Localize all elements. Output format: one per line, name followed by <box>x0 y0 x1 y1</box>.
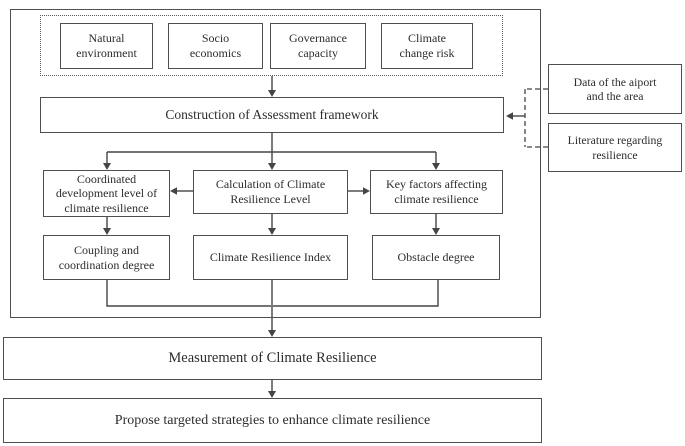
box-coupling-coordination-degree: Coupling and coordination degree <box>43 235 170 280</box>
box-climate-resilience-index: Climate Resilience Index <box>193 235 348 280</box>
arrowheads <box>103 90 513 398</box>
dimensions-group-frame <box>40 15 503 76</box>
box-natural-environment: Natural environment <box>60 23 153 69</box>
box-governance-capacity: Governance capacity <box>270 23 366 69</box>
solid-connectors <box>106 76 525 391</box>
dashed-connectors <box>524 88 548 148</box>
box-measurement-of-climate-resilience: Measurement of Climate Resilience <box>3 337 542 380</box>
box-construction-of-assessment-framework: Construction of Assessment framework <box>40 97 504 133</box>
box-climate-change-risk: Climate change risk <box>381 23 473 69</box>
box-calculation-of-climate-resilience-level: Calculation of Climate Resilience Level <box>193 170 348 214</box>
box-literature-regarding-resilience: Literature regarding resilience <box>548 123 682 172</box>
box-data-of-the-airport: Data of the aiport and the area <box>548 64 682 114</box>
box-coordinated-development-level: Coordinated development level of climate… <box>43 170 170 217</box>
box-socio-economics: Socio economics <box>168 23 263 69</box>
box-key-factors-affecting: Key factors affecting climate resilience <box>370 170 503 214</box>
assessment-outer-frame <box>10 9 541 318</box>
box-obstacle-degree: Obstacle degree <box>372 235 500 280</box>
box-propose-targeted-strategies: Propose targeted strategies to enhance c… <box>3 398 542 443</box>
